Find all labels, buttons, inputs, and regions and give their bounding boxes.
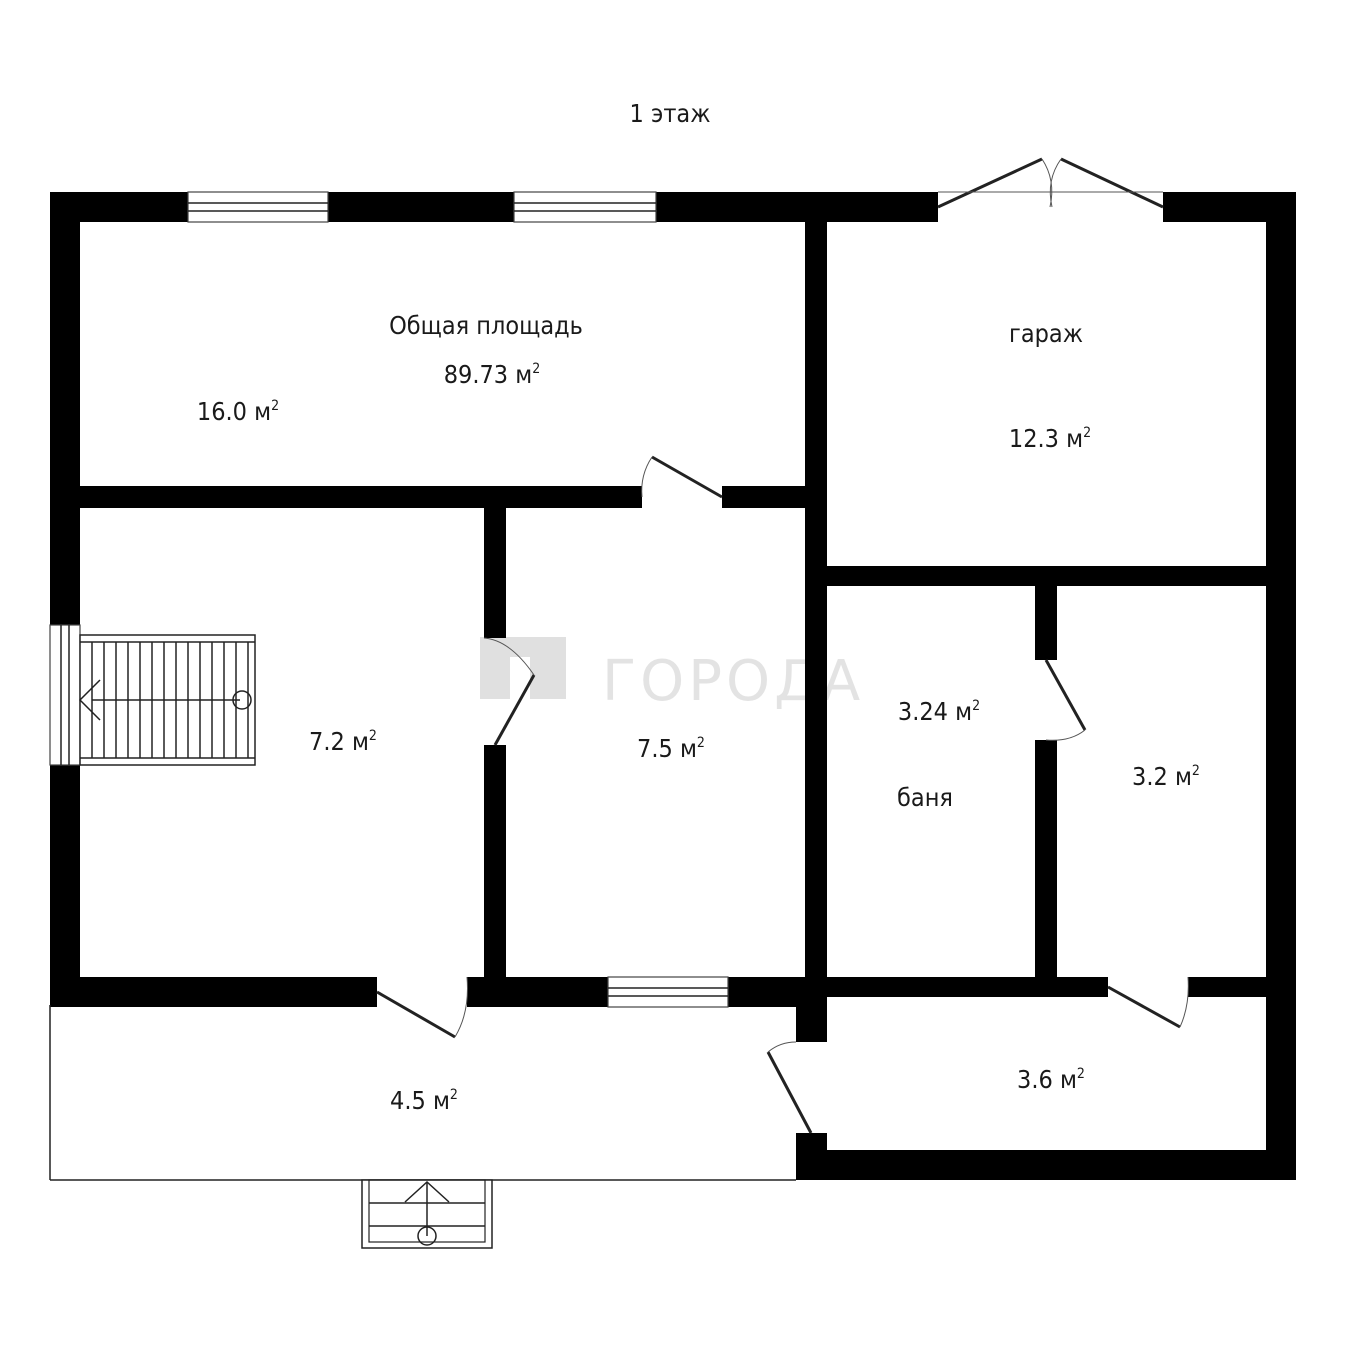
wall-segment — [1035, 586, 1057, 660]
wall-segment — [722, 486, 827, 508]
room-garage-area: 12.3 м2 — [1009, 424, 1091, 453]
room-sauna-area: 3.24 м2 — [898, 697, 980, 726]
window — [187, 191, 329, 223]
room-small-right-area: 3.2 м2 — [1132, 762, 1200, 791]
garage-door — [937, 157, 1164, 209]
door — [483, 637, 536, 746]
door — [1044, 659, 1087, 741]
doors — [376, 157, 1189, 1134]
floor-title: 1 этаж — [630, 99, 711, 128]
wall-segment — [484, 745, 506, 977]
wall-segment — [827, 977, 1108, 997]
door — [1107, 976, 1189, 1029]
wall-segment — [1188, 977, 1266, 997]
wall-segment — [1266, 192, 1296, 1180]
room-veranda-area: 4.5 м2 — [390, 1086, 458, 1115]
wall-segment — [467, 977, 608, 1007]
room-corridor-right-area: 3.6 м2 — [1017, 1065, 1085, 1094]
door — [376, 976, 468, 1039]
window — [49, 624, 81, 766]
room-stair-hall-area: 7.2 м2 — [309, 727, 377, 756]
wall-segment — [328, 192, 514, 222]
wall-segment — [484, 508, 506, 638]
wall-segment — [796, 1007, 827, 1042]
walls — [50, 192, 1296, 1180]
total-area-value: 89.73 м2 — [444, 360, 541, 389]
room-garage-name: гараж — [1009, 319, 1083, 348]
door — [766, 1041, 813, 1134]
wall-segment — [728, 977, 827, 1007]
wall-segment — [50, 977, 377, 1007]
wall-segment — [1035, 740, 1057, 977]
window — [513, 191, 657, 223]
door — [641, 455, 723, 499]
room-living-area: 16.0 м2 — [197, 397, 279, 426]
indoor-staircase — [78, 634, 256, 766]
wall-segment — [50, 192, 80, 625]
wall-segment — [805, 192, 827, 977]
wall-segment — [656, 192, 938, 222]
total-area-label: Общая площадь — [389, 311, 583, 340]
entry-steps — [361, 1179, 493, 1249]
windows — [49, 191, 729, 1008]
labels: Общая площадь 89.73 м2 16.0 м2 гараж 12.… — [197, 311, 1200, 1115]
wall-segment — [796, 1150, 1296, 1180]
wall-segment — [796, 1133, 827, 1180]
room-sauna-name: баня — [897, 783, 953, 812]
wall-segment — [827, 566, 1266, 586]
wall-segment — [80, 486, 642, 508]
window — [607, 976, 729, 1008]
room-middle-area: 7.5 м2 — [637, 734, 705, 763]
wall-segment — [50, 765, 80, 1005]
